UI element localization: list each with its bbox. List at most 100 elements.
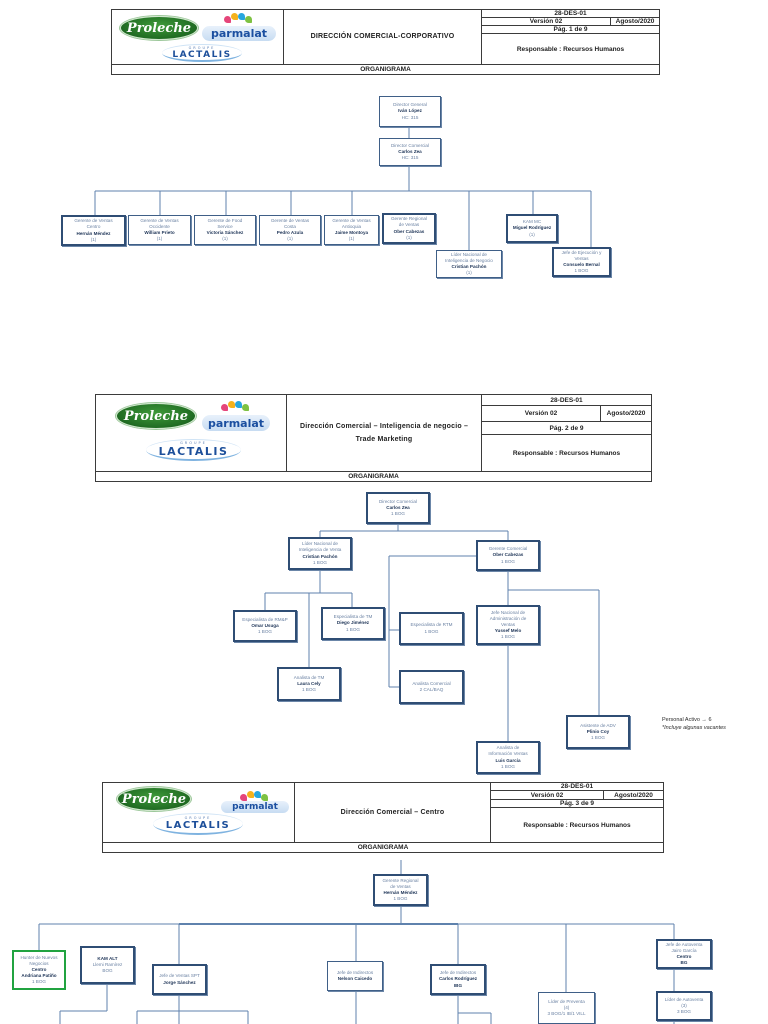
node-role: Negocios (29, 960, 49, 966)
node-person: William Prieto (144, 230, 175, 235)
node-count: (3) (681, 1002, 687, 1008)
org-node-kam-alt[interactable]: KAM ALT Llemi Ramírez BOG (80, 946, 135, 984)
node-role: Director Comercial (390, 142, 430, 148)
node-role: Ventas (500, 621, 516, 627)
org-node-director-general[interactable]: Director General Iván López HC: 315 (379, 96, 441, 127)
org-node-analista-comercial[interactable]: Analista Comercial 2 CAL/BAQ (399, 670, 464, 704)
lactalis-groupe-text: GROUPE (180, 441, 207, 445)
document-meta-cell: 28-DES-01 Versión 02 Agosto/2020 Pág. 3 … (491, 783, 663, 842)
node-headcount: (1) (406, 234, 412, 240)
node-location: BG (680, 960, 688, 966)
node-person: Consuelo Bernal (563, 262, 600, 267)
node-role: Service (217, 223, 233, 229)
parmalat-flower-icon (238, 791, 272, 803)
org-node-especialista-tm[interactable]: Especialista de TM Diego Jiménez 1 BOG (321, 607, 385, 640)
org-node-jefe-admin-ventas[interactable]: Jefe Nacional de Administración de Venta… (476, 605, 540, 645)
parmalat-flower-icon (219, 401, 253, 413)
org-node-director-comercial[interactable]: Director Comercial Carlos Zea 1 BOG (366, 492, 430, 524)
org-node-jefe-indirectos-2[interactable]: Jefe de Indirectos Carlos Rodríguez IBG (430, 964, 486, 995)
node-role: Asistente de ADV (580, 722, 616, 728)
node-headcount: 1 BOG (500, 634, 516, 640)
node-person: Hernán Méndez (76, 230, 111, 236)
org-node-jefe-autoventa[interactable]: Jefe de Autoventa Jairo García Centro BG (656, 939, 712, 969)
node-person: Carlos Zea (386, 504, 410, 510)
org-node-especialista-rmp[interactable]: Especialista de RM&P Omar Usuga 1 BOG (233, 610, 297, 642)
node-person: Jairo García (671, 947, 697, 953)
responsible: Responsable : Recursos Humanos (516, 45, 625, 53)
node-person: Diego Jiménez (336, 620, 370, 626)
node-role: KAM ALT (97, 955, 118, 961)
node-headcount: 1 BOG (393, 896, 408, 902)
node-role: Analista Comercial (412, 680, 451, 686)
org-node-director-comercial[interactable]: Director Comercial Carlos Zea HC: 315 (379, 138, 441, 166)
org-node-gerente-ventas-antioquia[interactable]: Gerente de Ventas Antioquia Jaime Montoy… (324, 215, 379, 245)
node-role: Jefe de Ejecución y (561, 249, 602, 255)
node-role: Especialista de RTM (410, 622, 453, 628)
org-page-1: Proleche parmalat GROUPE LACTALIS DIRECC… (0, 0, 768, 380)
org-node-especialista-rtm[interactable]: Especialista de RTM 1 BOG (399, 612, 464, 645)
node-headcount: 2 CAL/BAQ (419, 687, 444, 692)
responsible: Responsable : Recursos Humanos (512, 449, 621, 457)
node-headcount: (1) (348, 236, 355, 242)
parmalat-logo: parmalat (202, 13, 276, 41)
org-node-kam-mc[interactable]: KAM MC Miguel Rodríguez (1) (506, 214, 558, 243)
org-node-hunter-nuevos-negocios[interactable]: Hunter de Nuevos Negocios Centro Andrian… (12, 950, 66, 990)
node-role: Administración de (489, 615, 527, 621)
node-headcount: HC: 315 (401, 155, 419, 161)
node-person: Laura Cely (297, 680, 321, 686)
org-node-gerente-ventas-costa[interactable]: Gerente de Ventas Costa Pedro Azula (1) (259, 215, 321, 245)
org-connectors (94, 127, 592, 250)
org-node-gerente-regional-ventas[interactable]: Gerente Regional de Ventas Hernán Méndez… (373, 874, 428, 906)
node-person: Hernán Méndez (383, 890, 418, 895)
node-role: Líder Nacional de (450, 251, 487, 257)
document-title: Dirección Comercial – Inteligencia de ne… (299, 422, 469, 430)
node-role: Costa (283, 223, 296, 229)
org-node-asistente-adv[interactable]: Asistente de ADV Plinio Coy 1 BOG (566, 715, 630, 749)
org-node-lider-preventa[interactable]: Líder de Preventa (4) 3 BOG/1 IB/1 VILL (538, 992, 595, 1024)
node-role: Gerente Regional (390, 216, 427, 222)
org-node-analista-informacion[interactable]: Analista de Información Ventas Luis Garc… (476, 741, 540, 774)
node-region: Centro (31, 966, 47, 972)
node-headcount: 1 BOG (390, 511, 406, 517)
lactalis-logo: GROUPE LACTALIS (146, 439, 241, 461)
document-title-cell: Dirección Comercial – Centro (295, 783, 491, 842)
node-count: (4) (563, 1004, 570, 1010)
node-headcount: (1) (156, 236, 163, 242)
node-role: Jefe Nacional de (490, 609, 526, 615)
org-node-gerente-comercial[interactable]: Gerente Comercial Ober Cabezas 1 BOG (476, 540, 540, 571)
node-headcount: 1 BOG (424, 628, 439, 634)
org-node-gerente-ventas-centro[interactable]: Gerente de Ventas Centro Hernán Méndez (… (61, 215, 126, 246)
org-node-jefe-indirectos-1[interactable]: Jefe de Indirectos Nelson Caicedo (327, 961, 383, 991)
active-staff-count: Personal Activo → 6 (662, 717, 712, 723)
org-node-lider-inteligencia-venta[interactable]: Líder Nacional de Inteligencia de Venta … (288, 537, 352, 570)
lactalis-logo-text: LACTALIS (172, 49, 232, 60)
lactalis-groupe-text: GROUPE (184, 816, 212, 820)
node-role: Ventas (574, 255, 589, 261)
logo-cell: Proleche parmalat GROUPE LACTALIS (103, 783, 295, 842)
node-role: Gerente Comercial (488, 546, 528, 552)
org-node-lider-inteligencia-negocio[interactable]: Líder Nacional de Inteligencia de Negoci… (436, 250, 502, 278)
node-headcount: 1 BOG (500, 558, 516, 564)
org-node-jefe-ejecucion-ventas[interactable]: Jefe de Ejecución y Ventas Consuelo Bern… (552, 247, 611, 277)
org-node-jefe-ventas-spt[interactable]: Jefe de Ventas SPT Jorge Sánchez (152, 964, 207, 995)
page-number: Pág. 3 de 9 (560, 800, 594, 807)
proleche-logo: Proleche (116, 403, 196, 429)
node-role: Gerente de Ventas (74, 218, 113, 224)
org-node-gerente-ventas-occidente[interactable]: Gerente de Ventas Occidente William Prie… (128, 215, 191, 245)
node-person: Carlos Rodríguez (438, 976, 478, 982)
document-header: Proleche parmalat GROUPE LACTALIS DIRECC… (111, 9, 660, 75)
node-headcount: (1) (222, 236, 228, 242)
org-node-analista-tm[interactable]: Analista de TM Laura Cely 1 BOG (277, 667, 341, 701)
parmalat-logo-text: parmalat (232, 802, 278, 812)
org-node-gerente-regional-ventas[interactable]: Gerente Regional de Ventas Ober Cabezas … (382, 213, 436, 244)
node-location: IBG (453, 982, 463, 988)
node-person: Plinio Coy (586, 728, 610, 734)
org-node-gerente-food-service[interactable]: Gerente de Food Service Victoria Sánchez… (194, 215, 256, 245)
node-headcount: (1) (287, 236, 293, 242)
org-node-lider-autoventa[interactable]: Líder de Autoventa (3) 3 BOG (656, 991, 712, 1021)
node-person: Cristian Pachón (302, 553, 338, 559)
node-headcount: HC: 315 (401, 114, 419, 120)
document-version: Versión 02 (530, 791, 564, 799)
parmalat-logo-text: parmalat (207, 416, 265, 430)
section-label: ORGANIGRAMA (103, 842, 663, 852)
